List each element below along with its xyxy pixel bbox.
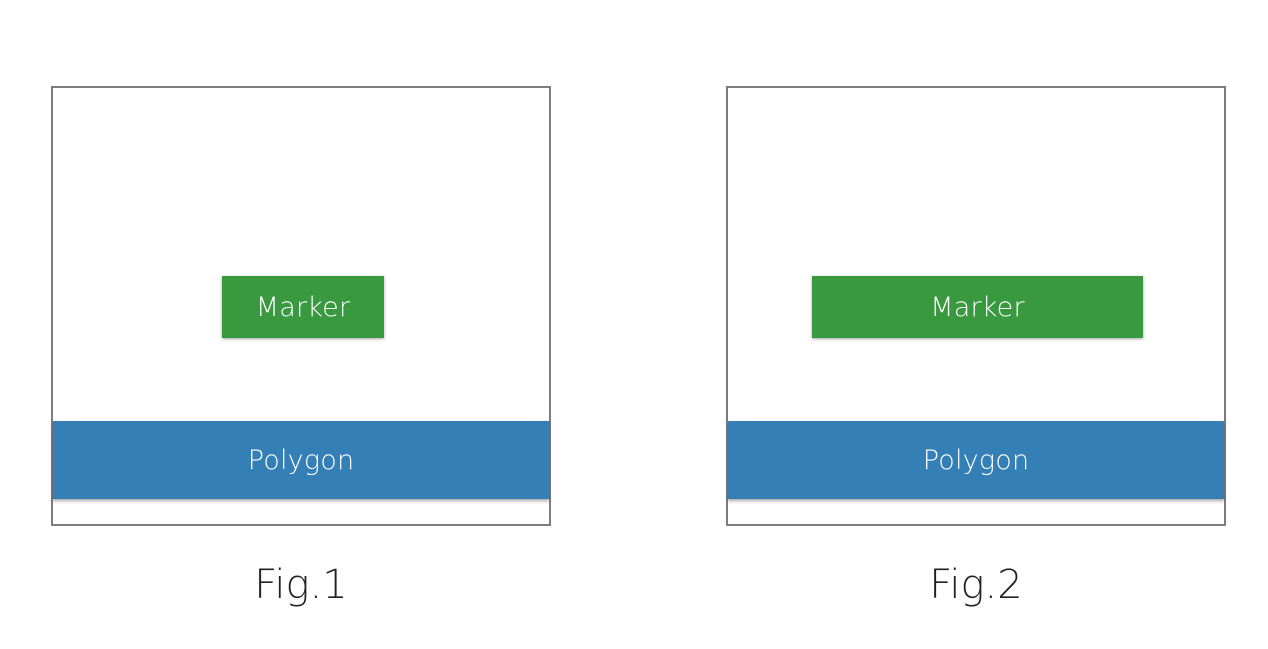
marker-box: Marker [812,276,1143,338]
figure-2-caption: Fig.2 [929,562,1023,608]
polygon-label: Polygon [922,444,1030,476]
marker-label: Marker [255,291,351,323]
polygon-bar: Polygon [53,421,549,499]
figure-1-caption: Fig.1 [254,562,348,608]
marker-label: Marker [930,291,1025,323]
polygon-bar: Polygon [728,421,1224,499]
figure-2-frame: Marker Polygon [726,86,1226,526]
figure-1-frame: Marker Polygon [51,86,551,526]
marker-box: Marker [222,276,384,338]
polygon-label: Polygon [247,444,355,476]
